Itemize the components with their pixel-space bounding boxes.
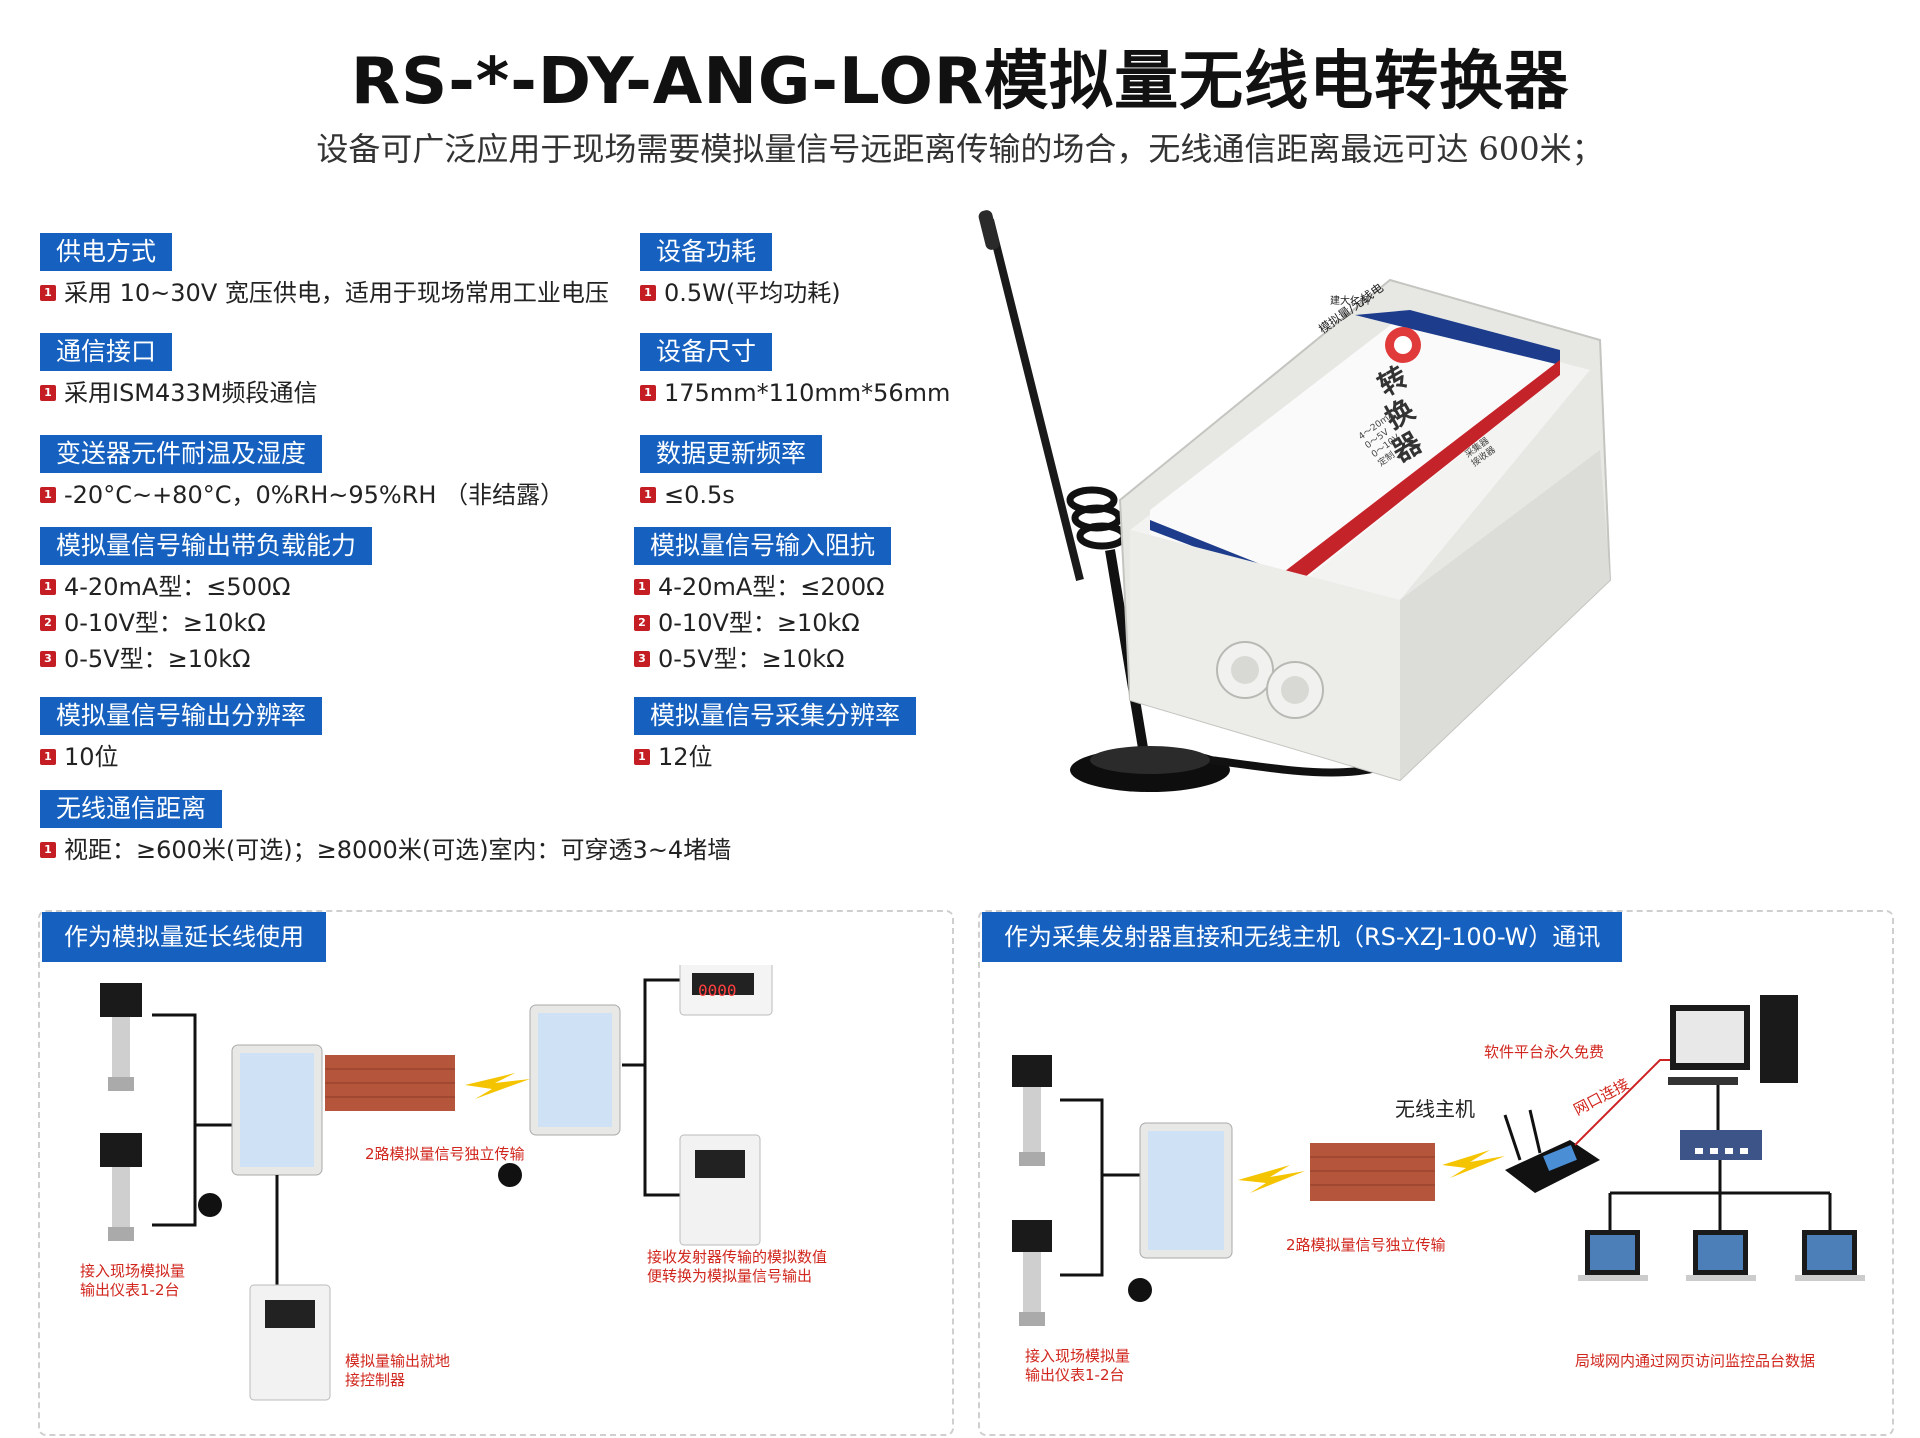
converter-icon: [498, 1004, 621, 1187]
bullet-icon: 1: [640, 487, 656, 503]
label-transmit-left: 2路模拟量信号独立传输: [365, 1145, 525, 1163]
host-diagram: [1012, 995, 1865, 1326]
bullet-icon: 1: [640, 285, 656, 301]
bullet-icon: 3: [40, 651, 56, 667]
extension-diagram: [100, 965, 773, 1401]
spec-label-load: 模拟量信号输出带负载能力: [40, 527, 373, 565]
pressure-sensor-icon: [100, 1133, 142, 1241]
label-control: 模拟量输出就地接控制器: [345, 1352, 451, 1389]
label-software: 软件平台永久免费: [1484, 1043, 1605, 1061]
bullet-icon: 1: [40, 579, 56, 595]
spec-label-distance: 无线通信距离: [40, 790, 223, 828]
spec-label-refresh: 数据更新频率: [640, 435, 823, 473]
panel-extension-title: 作为模拟量延长线使用: [42, 912, 326, 962]
laptop-icon: [1795, 1230, 1865, 1281]
bullet-icon: 1: [40, 842, 56, 858]
label-transmit-right: 2路模拟量信号独立传输: [1286, 1236, 1446, 1254]
device-brand: 建大仁科: [1330, 296, 1370, 307]
bullet-icon: 1: [640, 385, 656, 401]
spec-label-size: 设备尺寸: [640, 333, 773, 371]
label-lan: 局域网内通过网页访问监控品台数据: [1575, 1352, 1816, 1370]
panel-extension: [38, 910, 954, 1436]
panel-host-title: 作为采集发射器直接和无线主机（RS-XZJ-100-W）通讯: [982, 912, 1623, 962]
bullet-icon: 2: [40, 615, 56, 631]
panel-meter-icon: [679, 965, 773, 1016]
bullet-icon: 2: [634, 615, 650, 631]
label-input-right: 接入现场模拟量输出仪表1-2台: [1025, 1347, 1131, 1384]
spec-line: 1≤0.5s: [640, 480, 735, 510]
page-subtitle: 设备可广泛应用于现场需要模拟量信号远距离传输的场合，无线通信距离最远可达 600…: [316, 130, 1604, 168]
desktop-computer-icon: [1668, 995, 1798, 1085]
inverter-icon: [679, 1134, 761, 1246]
bullet-icon: 1: [40, 285, 56, 301]
laptop-icon: [1578, 1230, 1648, 1281]
laptop-icon: [1686, 1230, 1756, 1281]
label-receive: 接收发射器传输的模拟数值便转换为模拟量信号输出: [647, 1248, 828, 1285]
spec-label-power: 供电方式: [40, 233, 173, 271]
bullet-icon: 3: [634, 651, 650, 667]
meter-reading: 0000: [698, 981, 737, 1000]
label-input-left: 接入现场模拟量输出仪表1-2台: [80, 1262, 186, 1299]
spec-label-temp: 变送器元件耐温及湿度: [40, 435, 323, 473]
converter-device-image: [978, 210, 1612, 792]
bullet-icon: 1: [40, 487, 56, 503]
spec-label-consumption: 设备功耗: [640, 233, 773, 271]
converter-icon: [198, 1044, 323, 1217]
bullet-icon: 1: [634, 579, 650, 595]
pressure-sensor-icon: [1012, 1220, 1052, 1326]
bullet-icon: 1: [40, 749, 56, 765]
bullet-icon: 1: [634, 749, 650, 765]
wireless-host-icon: [1503, 1109, 1600, 1193]
pressure-sensor-icon: [1012, 1055, 1052, 1166]
spec-label-out-res: 模拟量信号输出分辨率: [40, 697, 323, 735]
label-host: 无线主机: [1395, 1097, 1475, 1121]
spec-label-interface: 通信接口: [40, 333, 173, 371]
panel-host: [978, 910, 1894, 1436]
bullet-icon: 1: [40, 385, 56, 401]
network-switch-icon: [1680, 1130, 1762, 1160]
converter-icon: [1128, 1122, 1233, 1302]
spec-label-in-res: 模拟量信号采集分辨率: [634, 697, 917, 735]
pressure-sensor-icon: [100, 983, 142, 1091]
spec-label-impedance: 模拟量信号输入阻抗: [634, 527, 892, 565]
page-title: RS-*-DY-ANG-LOR模拟量无线电转换器: [350, 45, 1570, 119]
inverter-icon: [249, 1284, 331, 1401]
spec-line: 1-20°C~+80°C，0%RH~95%RH （非结露）: [40, 480, 564, 510]
